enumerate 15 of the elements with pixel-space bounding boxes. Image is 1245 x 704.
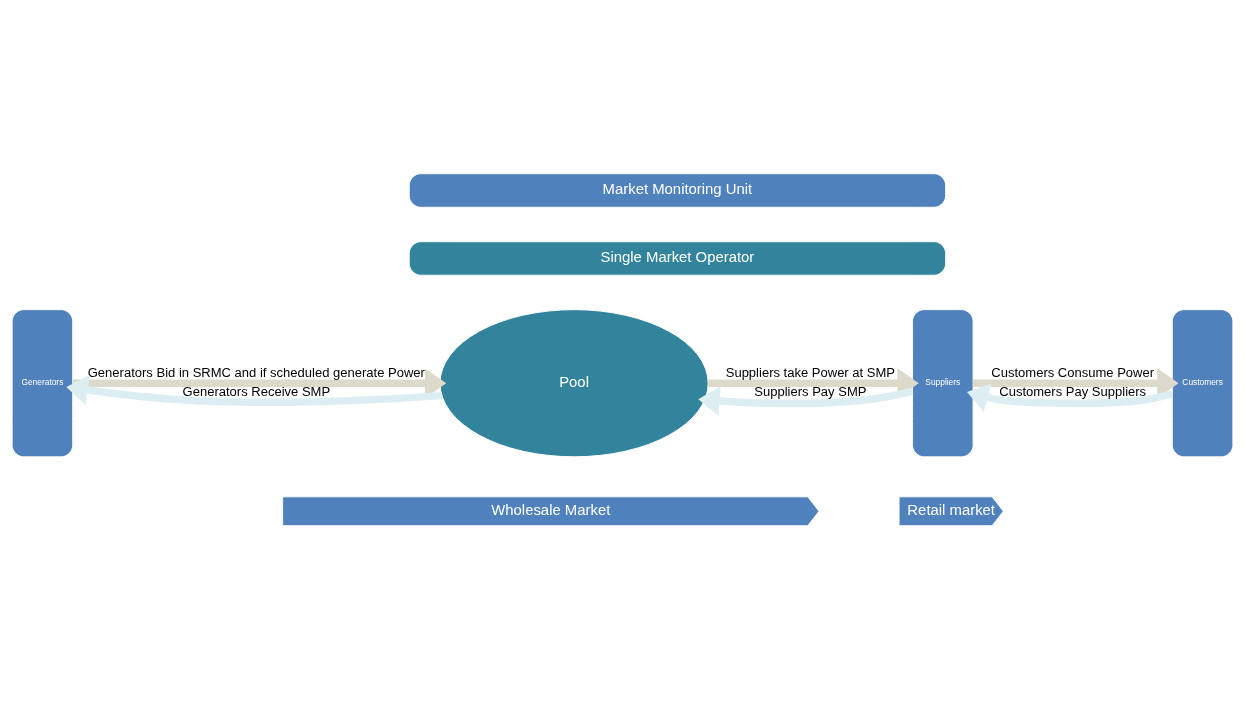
arrow (66, 374, 443, 406)
arrow (967, 382, 1174, 412)
edge-label: Customers Pay Suppliers (999, 383, 1147, 399)
edge-label: Generators Receive SMP (182, 383, 331, 399)
edge-label: Generators Bid in SRMC and if scheduled generate Power (87, 364, 425, 380)
node-ellipse: Pool (439, 308, 709, 457)
node-box: Suppliers (912, 308, 974, 457)
node-box: Generators (11, 308, 74, 457)
edge-label: Suppliers take Power at SMP (725, 364, 895, 380)
edge-label: Suppliers Pay SMP (754, 383, 867, 399)
edge-label: Customers Consume Power (991, 364, 1155, 380)
node-box: Market Monitoring Unit (408, 172, 947, 208)
arrow (698, 385, 914, 416)
node-box: Single Market Operator (408, 240, 947, 276)
node-box: Customers (1171, 308, 1234, 457)
